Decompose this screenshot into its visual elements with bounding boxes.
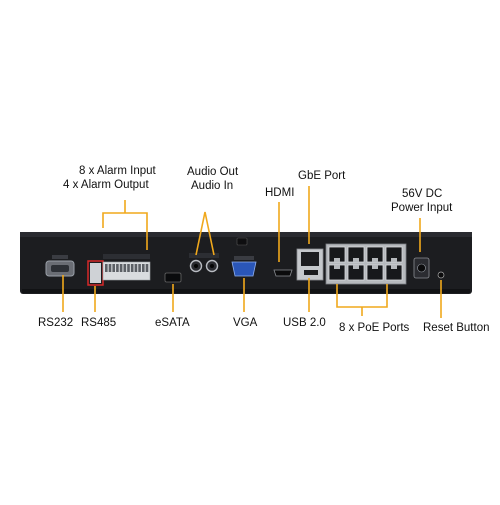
rs232-port [45, 255, 75, 277]
dc-power-label: 56V DC [402, 188, 443, 200]
alarm-output-label: 4 x Alarm Output [63, 179, 149, 191]
callout-audio [195, 211, 215, 256]
audio-in-label: Audio In [191, 180, 234, 192]
alarm-input-label: 8 x Alarm Input [79, 165, 156, 177]
hdmi-label: HDMI [265, 187, 295, 199]
poe-port-latch [334, 265, 340, 269]
vga-port [231, 256, 257, 277]
poe-port-latch [372, 265, 378, 269]
poe-port-latch [334, 258, 340, 262]
audio-out-label: Audio Out [187, 166, 239, 178]
vga-label: VGA [233, 317, 258, 329]
dc-power-input [413, 257, 430, 279]
alarm-terminal-pin [112, 264, 115, 272]
esata-label: eSATA [155, 317, 190, 329]
audio-label-plate [189, 253, 219, 258]
gbe-port-label: GbE Port [298, 170, 346, 182]
rs485-label: RS485 [81, 317, 117, 329]
rs485-terminal [87, 260, 104, 286]
esata-port [164, 272, 182, 283]
poe-port-latch [391, 258, 397, 262]
alarm-terminal-pin [108, 264, 112, 272]
reset-button [437, 271, 445, 279]
alarm-terminal-pin [105, 264, 108, 272]
gbe-usb-stack [296, 248, 324, 281]
rs232-label: RS232 [38, 317, 74, 329]
poe-ports [328, 246, 403, 281]
alarm-terminal-pin [134, 264, 138, 272]
poe-port-latch [372, 258, 378, 262]
alarm-terminal-pin [130, 264, 134, 272]
alarm-terminal-pin [123, 264, 127, 272]
audio-out-jack [189, 259, 203, 273]
reset-button-label: Reset Button [423, 322, 490, 334]
usb-label: USB 2.0 [283, 317, 326, 329]
poe-port-latch [391, 265, 397, 269]
poe-port-latch [353, 258, 359, 262]
power-input-label: Power Input [391, 202, 453, 214]
alarm-terminal-pin [116, 264, 119, 272]
ground-screw [236, 237, 248, 246]
alarm-terminal-pin [119, 264, 123, 272]
callout-lines [62, 186, 442, 318]
alarm-terminal-pin [127, 264, 130, 272]
hdmi-port [273, 269, 293, 277]
alarm-terminal-pins [105, 264, 149, 272]
poe-port-latch [353, 265, 359, 269]
audio-in-jack [205, 259, 219, 273]
alarm-terminal-pin [145, 264, 149, 272]
poe-ports-label: 8 x PoE Ports [339, 322, 410, 334]
alarm-terminal-pin [138, 264, 141, 272]
alarm-terminal-pin [142, 264, 145, 272]
